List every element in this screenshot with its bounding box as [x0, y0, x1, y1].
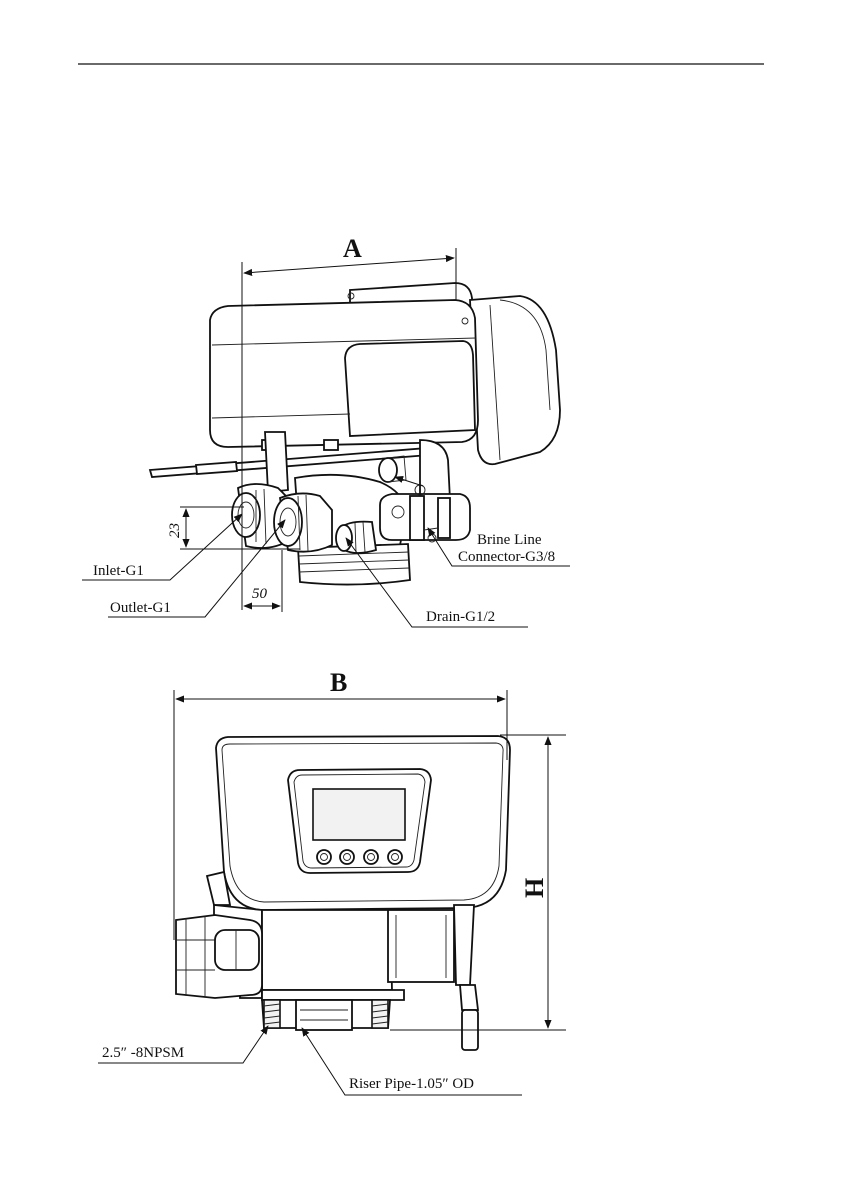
inlet-label: Inlet-G1: [93, 563, 144, 579]
dimension-50-label: 50: [252, 586, 268, 602]
valve-front-drawing: [176, 736, 510, 1050]
drain-label: Drain-G1/2: [426, 609, 495, 625]
dimension-a-label: A: [343, 234, 362, 263]
brine-line-label-1: Brine Line: [477, 532, 542, 548]
riser-pipe-label: Riser Pipe-1.05″ OD: [349, 1076, 474, 1092]
dimension-23-label: 23: [167, 523, 183, 538]
dimension-b-label: B: [330, 668, 347, 697]
dimension-h-label: H: [520, 878, 549, 898]
outlet-label: Outlet-G1: [110, 600, 171, 616]
dimension-50: 50: [244, 550, 282, 612]
thread-label: 2.5″ -8NPSM: [102, 1045, 184, 1061]
brine-line-label-2: Connector-G3/8: [458, 549, 555, 565]
